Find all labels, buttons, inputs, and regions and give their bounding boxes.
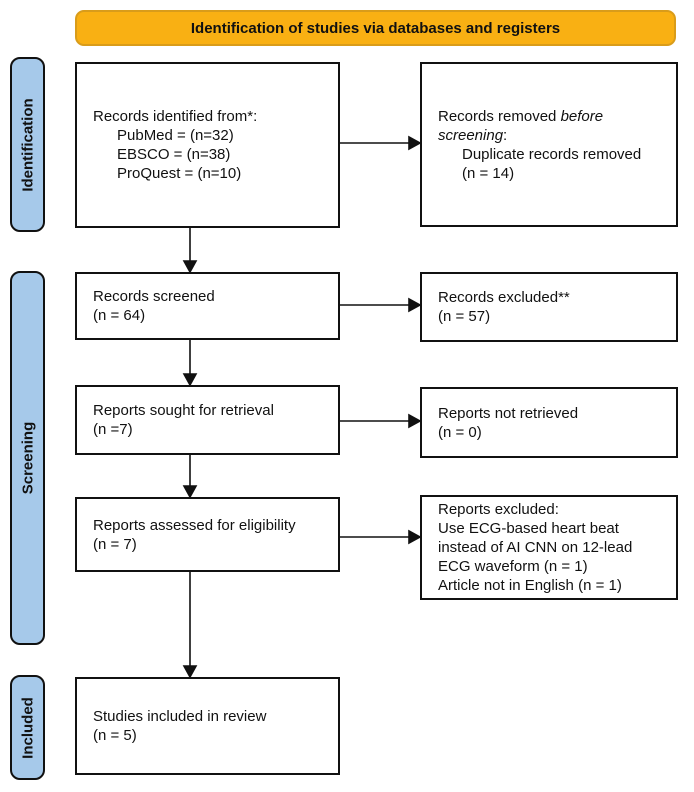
box-studies-included: Studies included in review (n = 5) bbox=[75, 677, 340, 775]
box-records-excluded: Records excluded** (n = 57) bbox=[420, 272, 678, 342]
stage-identification: Identification bbox=[10, 57, 45, 232]
box-records-identified: Records identified from*: PubMed = (n=32… bbox=[75, 62, 340, 228]
records-removed-suffix: : bbox=[503, 126, 508, 144]
reports-not-retrieved-label: Reports not retrieved bbox=[438, 404, 579, 422]
records-removed-title: Records removed before screening: bbox=[438, 107, 668, 145]
box-reports-assessed: Reports assessed for eligibility (n = 7) bbox=[75, 497, 340, 572]
reports-not-retrieved-count: (n = 0) bbox=[438, 423, 482, 441]
records-removed-count: (n = 14) bbox=[462, 164, 515, 182]
reports-excluded-reason2: Article not in English (n = 1) bbox=[438, 577, 622, 594]
stage-screening-label: Screening bbox=[19, 421, 36, 495]
reports-excluded-reason1-l1: Use ECG-based heart beat bbox=[438, 520, 619, 537]
reports-sought-label: Reports sought for retrieval bbox=[93, 402, 274, 419]
records-excluded-count: (n = 57) bbox=[438, 308, 491, 325]
box-reports-excluded: Reports excluded: Use ECG-based heart be… bbox=[420, 495, 678, 600]
records-identified-pubmed: PubMed = (n=32) bbox=[117, 127, 234, 144]
studies-included-label: Studies included in review bbox=[93, 708, 267, 725]
stage-screening: Screening bbox=[10, 271, 45, 645]
studies-included-count: (n = 5) bbox=[93, 727, 137, 744]
reports-assessed-count: (n = 7) bbox=[93, 535, 137, 553]
box-reports-not-retrieved: Reports not retrieved (n = 0) bbox=[420, 387, 678, 458]
records-identified-ebsco: EBSCO = (n=38) bbox=[117, 146, 231, 163]
reports-excluded-title: Reports excluded: bbox=[438, 501, 559, 518]
records-excluded-label: Records excluded** bbox=[438, 289, 570, 306]
records-removed-duplicates: Duplicate records removed bbox=[462, 145, 642, 163]
reports-sought-count: (n =7) bbox=[93, 421, 133, 438]
records-screened-label: Records screened bbox=[93, 288, 215, 305]
reports-assessed-label: Reports assessed for eligibility bbox=[93, 516, 296, 534]
stage-included: Included bbox=[10, 675, 45, 780]
records-removed-italic: before screening bbox=[438, 107, 604, 144]
box-records-removed: Records removed before screening: Duplic… bbox=[420, 62, 678, 227]
stage-included-label: Included bbox=[19, 696, 36, 759]
reports-excluded-reason1-l3: ECG waveform (n = 1) bbox=[438, 558, 588, 575]
records-identified-title: Records identified from*: bbox=[93, 108, 258, 125]
reports-excluded-reason1-l2: instead of AI CNN on 12-lead bbox=[438, 539, 633, 556]
records-screened-count: (n = 64) bbox=[93, 307, 146, 324]
banner-title: Identification of studies via databases … bbox=[75, 10, 676, 46]
records-removed-prefix: Records removed bbox=[438, 107, 561, 125]
stage-identification-label: Identification bbox=[19, 97, 36, 192]
records-identified-proquest: ProQuest = (n=10) bbox=[117, 165, 242, 182]
box-reports-sought: Reports sought for retrieval (n =7) bbox=[75, 385, 340, 455]
box-records-screened: Records screened (n = 64) bbox=[75, 272, 340, 340]
